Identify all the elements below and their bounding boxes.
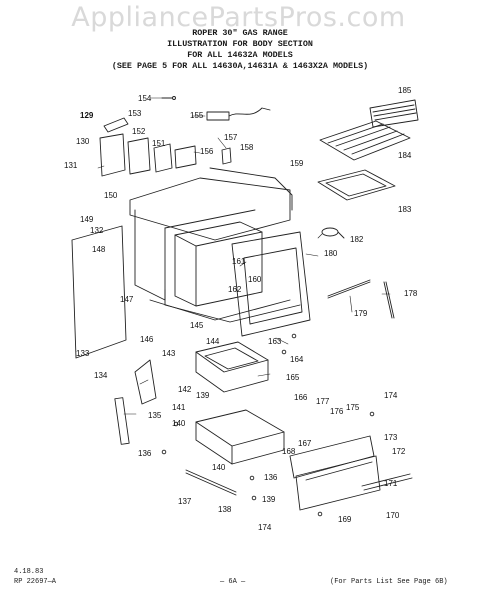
trim-129	[103, 117, 129, 133]
part-number-label: 129	[80, 111, 94, 120]
part-number-label: 183	[398, 205, 412, 214]
part-number-label: 141	[172, 403, 186, 412]
part-number-label: 145	[190, 321, 204, 330]
part-number-label: 156	[200, 147, 214, 156]
part-number-label: 151	[152, 139, 166, 148]
part-number-label: 180	[324, 249, 338, 258]
part-number-label: 162	[228, 285, 242, 294]
part-number-label: 137	[178, 497, 192, 506]
part-number-label: 130	[76, 137, 90, 146]
range-body-cabinet	[129, 167, 301, 323]
footer-date: 4.18.83	[14, 568, 44, 576]
part-number-label: 185	[398, 86, 412, 95]
part-number-label: 149	[80, 215, 94, 224]
screws	[161, 333, 375, 517]
part-number-label: 146	[140, 335, 154, 344]
part-number-label: 132	[90, 226, 104, 235]
strip-170-171	[361, 473, 413, 491]
part-number-label: 179	[354, 309, 368, 318]
part-number-label: 174	[258, 523, 272, 532]
rod-178	[383, 281, 395, 319]
part-number-label: 138	[218, 505, 232, 514]
part-number-label: 140	[172, 419, 186, 428]
broiler-pan-cover-185	[369, 99, 419, 128]
part-number-label: 175	[346, 403, 360, 412]
part-number-label: 155	[190, 111, 204, 120]
part-number-label: 135	[148, 411, 162, 420]
side-panel-133	[71, 225, 127, 359]
part-numbers: 154 185 129 153 155 130 152 151 157 156 158 131 184 1…	[64, 86, 418, 532]
bracket-152-151	[127, 137, 173, 175]
part-number-label: 163	[268, 337, 282, 346]
part-number-label: 166	[294, 393, 308, 402]
part-number-label: 133	[76, 349, 90, 358]
part-number-label: 131	[64, 161, 78, 170]
part-number-label: 161	[232, 257, 246, 266]
part-number-label: 171	[384, 479, 398, 488]
header-line-2: ILLUSTRATION FOR BODY SECTION	[167, 39, 313, 49]
hinge-134-142	[134, 359, 157, 405]
part-number-label: 170	[386, 511, 400, 520]
header-line-4: (SEE PAGE 5 FOR ALL 14630A,14631A & 1463…	[111, 61, 369, 71]
part-number-label: 178	[404, 289, 418, 298]
part-number-label: 142	[178, 385, 192, 394]
part-number-label: 140	[212, 463, 226, 472]
oven-door-frame-180	[231, 231, 311, 337]
part-number-label: 174	[384, 391, 398, 400]
oven-rack-184	[319, 120, 411, 161]
part-number-label: 158	[240, 143, 254, 152]
rod-137	[185, 469, 237, 496]
footer-parts-list-note: (For Parts List See Page 6B)	[330, 578, 448, 586]
part-number-label: 153	[128, 109, 142, 118]
part-number-label: 168	[282, 447, 296, 456]
part-number-label: 143	[162, 349, 176, 358]
drawer-front-172	[289, 435, 381, 511]
bracket-156	[174, 145, 197, 169]
part-number-label: 136	[264, 473, 278, 482]
header-line-3: FOR ALL 14632A MODELS	[187, 50, 293, 60]
footer-page-number: — 6A —	[220, 578, 246, 586]
part-number-label: 182	[350, 235, 364, 244]
part-number-label: 165	[286, 373, 300, 382]
part-number-label: 157	[224, 133, 238, 142]
rod-179	[327, 279, 371, 299]
part-number-label: 184	[398, 151, 412, 160]
part-number-label: 159	[290, 159, 304, 168]
screw-154	[161, 96, 176, 100]
part-number-label: 169	[338, 515, 352, 524]
watermark: AppliancePartsPros.com	[71, 2, 406, 33]
header-line-1: ROPER 30" GAS RANGE	[192, 28, 288, 38]
part-157	[221, 147, 232, 165]
part-number-label: 160	[248, 275, 262, 284]
side-panel-130	[99, 133, 126, 177]
part-number-label: 139	[196, 391, 210, 400]
part-number-label: 172	[392, 447, 406, 456]
burner-box-165	[195, 341, 269, 393]
part-number-label: 147	[120, 295, 134, 304]
part-number-label: 148	[92, 245, 106, 254]
part-number-label: 154	[138, 94, 152, 103]
footer-rp-number: RP 22697—A	[14, 578, 57, 586]
broiler-pan-183	[317, 169, 396, 201]
leader-lines	[97, 97, 391, 415]
part-number-label: 136	[138, 449, 152, 458]
part-number-label: 139	[262, 495, 276, 504]
part-number-label: 176	[330, 407, 344, 416]
part-number-label: 167	[298, 439, 312, 448]
handle-135	[114, 397, 130, 445]
part-number-label: 164	[290, 355, 304, 364]
part-number-label: 173	[384, 433, 398, 442]
storage-drawer-141	[195, 409, 285, 465]
burner-wire-155	[206, 107, 271, 121]
part-number-label: 150	[104, 191, 118, 200]
part-number-label: 177	[316, 397, 330, 406]
part-number-label: 144	[206, 337, 220, 346]
knob-182	[321, 227, 345, 239]
part-number-label: 152	[132, 127, 146, 136]
part-number-label: 134	[94, 371, 108, 380]
